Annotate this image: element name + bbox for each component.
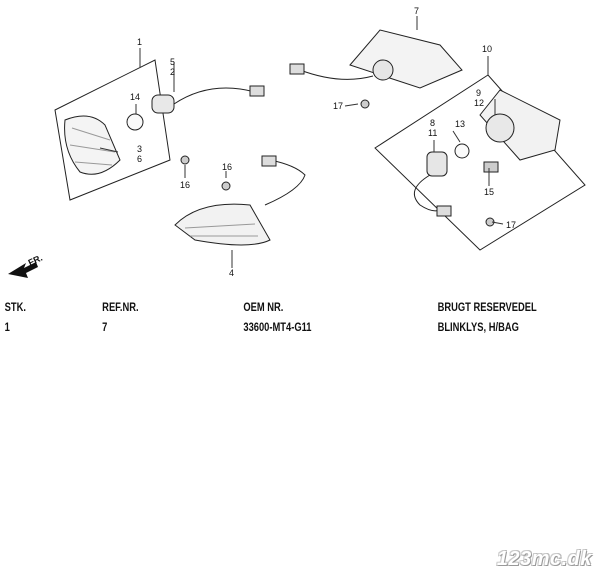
direction-label: FR. (27, 253, 44, 268)
callout-12: 12 (474, 98, 484, 108)
housing-right (479, 89, 561, 161)
callout-14: 14 (130, 92, 140, 102)
screw-16a (180, 155, 190, 165)
socket-left (151, 94, 175, 114)
cell-part: BLINKLYS, H/BAG (437, 320, 519, 334)
callout-15: 15 (484, 187, 494, 197)
lens-bottom (174, 203, 271, 246)
callout-17a: 17 (333, 101, 343, 111)
front-direction-arrow-icon (8, 262, 38, 278)
lens-left (64, 115, 121, 175)
callout-10: 10 (482, 44, 492, 54)
parts-exploded-diagram: 1 5 2 14 3 6 16 16 4 7 17 10 9 12 8 11 1… (8, 6, 586, 278)
callout-7: 7 (414, 6, 419, 16)
callout-4: 4 (229, 268, 234, 278)
group-box-left (54, 59, 171, 201)
callout-16b: 16 (222, 162, 232, 172)
screw-16b (221, 181, 231, 191)
callout-17b: 17 (506, 220, 516, 230)
callout-3: 3 (137, 144, 142, 154)
callout-1: 1 (137, 37, 142, 47)
callout-13: 13 (455, 119, 465, 129)
header-part: BRUGT RESERVEDEL (437, 300, 537, 314)
callout-2: 2 (170, 67, 175, 77)
header-refnr: REF.NR. (102, 300, 139, 314)
bulb-left (126, 113, 144, 131)
header-stk: STK. (4, 300, 27, 314)
callout-8: 8 (430, 118, 435, 128)
cell-refnr: 7 (102, 320, 108, 334)
parts-table: STK. REF.NR. OEM NR. BRUGT RESERVEDEL 1 … (0, 300, 537, 340)
callout-11: 11 (428, 128, 437, 138)
callout-6: 6 (137, 154, 142, 164)
screw-17a (360, 99, 370, 109)
bulb-right (454, 143, 470, 159)
header-oemnr: OEM NR. (243, 300, 284, 314)
cell-stk: 1 (4, 320, 10, 334)
callout-16a: 16 (180, 180, 190, 190)
socket-right (426, 151, 448, 177)
watermark-logo: 123mc.dk (496, 548, 592, 570)
housing-top (349, 29, 463, 89)
callout-5: 5 (170, 57, 175, 67)
table-row: 1 7 33600-MT4-G11 BLINKLYS, H/BAG (0, 320, 519, 340)
callout-9: 9 (476, 88, 481, 98)
table-header-row: STK. REF.NR. OEM NR. BRUGT RESERVEDEL (0, 300, 537, 320)
cell-oemnr: 33600-MT4-G11 (243, 320, 312, 334)
